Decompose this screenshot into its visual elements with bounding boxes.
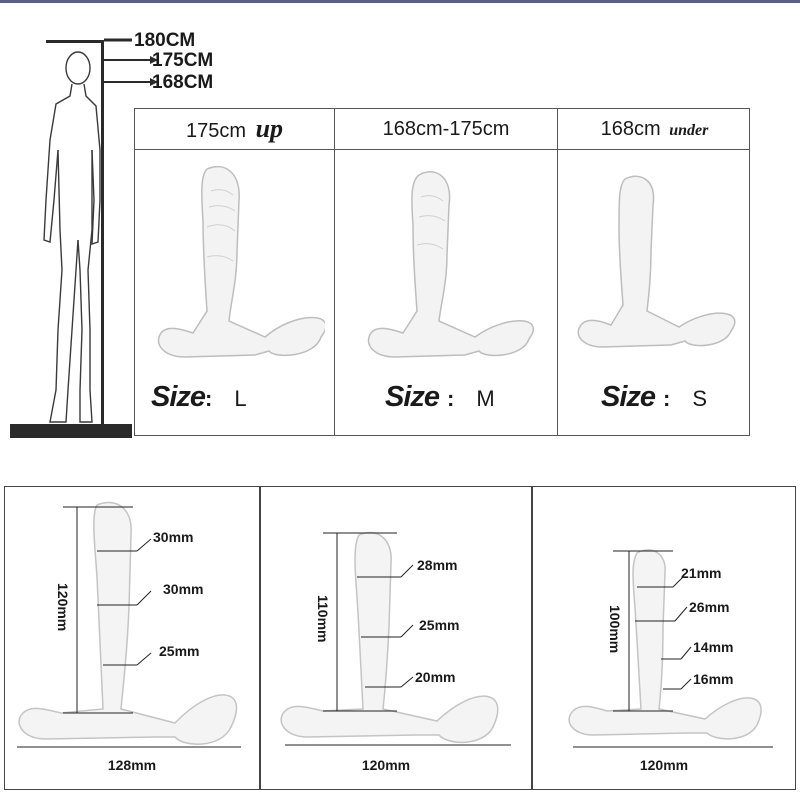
product-medium-dimension-image xyxy=(280,531,511,746)
diameter-label: 30mm xyxy=(153,529,194,545)
diameter-label: 20mm xyxy=(415,669,456,685)
height-range-small: 168cm under xyxy=(600,118,709,140)
diameter-label: 16mm xyxy=(693,671,734,687)
human-figure-icon xyxy=(10,38,158,438)
height-label-168: 168CM xyxy=(152,72,214,93)
column-divider xyxy=(557,109,558,435)
diameter-label: 25mm xyxy=(159,643,200,659)
diameter-label: 30mm xyxy=(163,581,204,597)
dimension-panel-small: 100mm 21mm 26mm 14mm 16mm 120mm xyxy=(532,486,796,790)
product-small-image xyxy=(577,175,736,348)
size-label-medium: Size:M xyxy=(385,381,495,413)
diameter-label: 14mm xyxy=(693,639,734,655)
diameter-label: 26mm xyxy=(689,599,730,615)
length-label-large: 120mm xyxy=(55,583,71,632)
column-divider xyxy=(334,109,335,435)
size-label-large: Size:L xyxy=(151,381,247,413)
diameter-label: 25mm xyxy=(419,617,460,633)
size-chart-header-row xyxy=(135,109,749,150)
width-label-medium: 120mm xyxy=(361,757,411,773)
top-border xyxy=(0,0,800,3)
qualifier-under: under xyxy=(669,122,709,139)
height-scale: 180CM 175CM 168CM xyxy=(0,30,213,450)
size-letter-l: L xyxy=(234,386,247,411)
width-label-small: 120mm xyxy=(639,757,689,773)
size-letter-m: M xyxy=(476,386,495,411)
height-label-180: 180CM xyxy=(134,30,196,51)
dimension-panel-large: 120mm 30mm 30mm 25mm 128mm xyxy=(4,486,260,790)
product-large-image xyxy=(157,165,325,358)
length-label-medium: 110mm xyxy=(315,595,331,643)
size-label-small: Size:S xyxy=(601,381,708,413)
size-chart: 175cm up 168cm-175cm 168cm under Size:L … xyxy=(134,108,750,436)
size-letter-s: S xyxy=(692,386,708,411)
dimension-panel-medium: 110mm 28mm 25mm 20mm 120mm xyxy=(260,486,532,790)
height-range-large: 175cm up xyxy=(185,114,284,143)
height-label-175: 175CM xyxy=(152,50,214,71)
product-small-dimension-image xyxy=(568,549,773,748)
height-range-medium: 168cm-175cm xyxy=(382,118,510,140)
width-label-large: 128mm xyxy=(107,757,157,773)
qualifier-up: up xyxy=(255,114,284,143)
diameter-label: 21mm xyxy=(681,565,722,581)
product-medium-image xyxy=(367,171,535,358)
length-label-small: 100mm xyxy=(607,605,623,654)
diameter-label: 28mm xyxy=(417,557,458,573)
product-large-dimension-image xyxy=(17,501,241,748)
